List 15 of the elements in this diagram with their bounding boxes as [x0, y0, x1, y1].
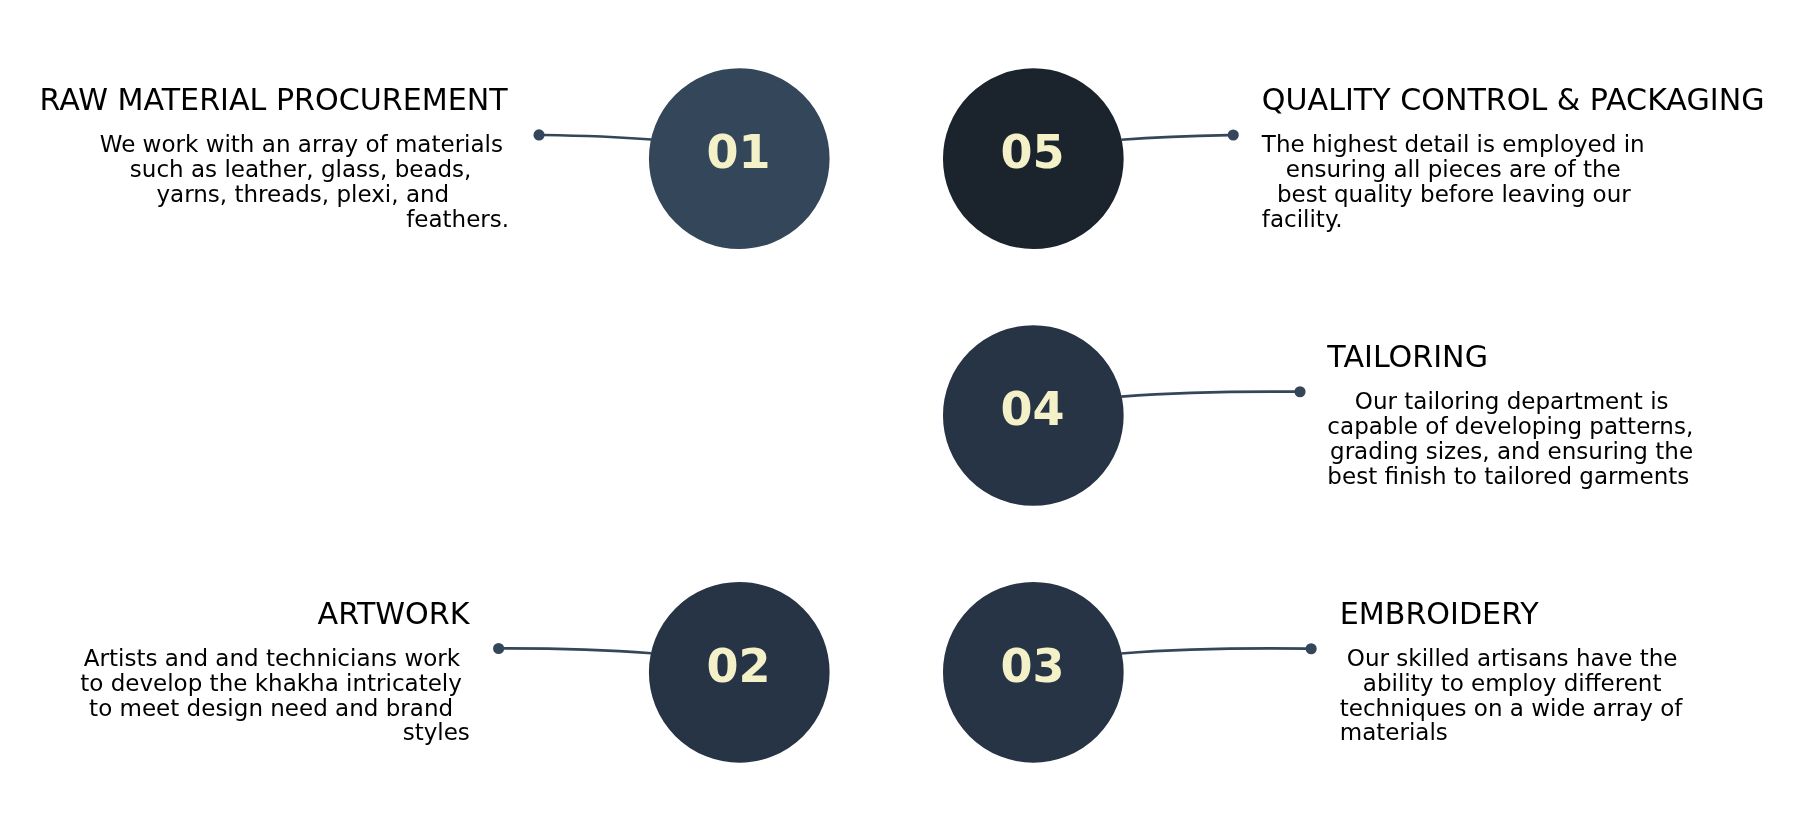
node-text: TAILORING Our tailoring department is capable of developing patterns, grading sizes, and ensuring the best finish to tailored garments [1327, 338, 1694, 489]
connector [493, 642, 652, 655]
node-text: QUALITY CONTROL & PACKAGING The highest detail is employed in ensuring all pieces are of the best quality before leaving our facility. [1261, 81, 1765, 232]
connector [1121, 128, 1239, 141]
connector [533, 128, 652, 141]
node-circle: 01 [648, 67, 830, 249]
node-text: EMBROIDERY Our skilled artisans have the ability to employ different techniques on a wide array of materials [1339, 595, 1683, 745]
node-circle: 03 [942, 581, 1124, 763]
connector [1121, 385, 1306, 398]
connector [1121, 642, 1317, 655]
node-circle: 02 [648, 581, 830, 763]
node-circle: 04 [942, 324, 1124, 506]
node-circle: 05 [942, 67, 1124, 249]
node-text: RAW MATERIAL PROCUREMENT We work with an array of materials such as leather, glass, beads, yarns, threads, plexi, and feathers. [39, 81, 510, 232]
node-text: ARTWORK Artists and and technicians work to develop the khakha intricately to meet design need and brand styles [80, 595, 470, 745]
